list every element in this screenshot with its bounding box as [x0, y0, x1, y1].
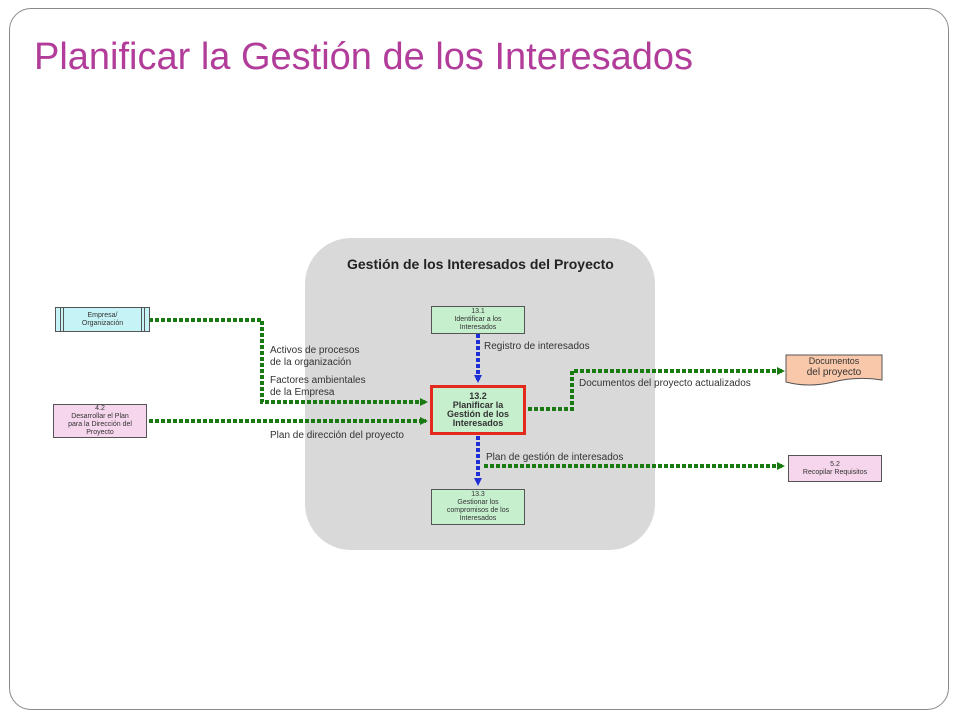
flow-empresa-to-132 — [149, 318, 428, 406]
node-label: Interesados — [452, 418, 504, 428]
label-plan-gestion-interesados: Plan de gestión de interesados — [486, 452, 624, 463]
node-label: Identificar a los — [454, 316, 502, 323]
label-line: de la Empresa — [270, 387, 335, 398]
node-label: Desarrollar el Plan — [71, 413, 129, 420]
node-label: 4.2 — [95, 405, 105, 412]
node-label: compromisos de los — [446, 507, 510, 514]
node-label: Organización — [81, 319, 124, 327]
node-edge-bar — [60, 308, 64, 331]
label-factores-ambientales: Factores ambientales de la Empresa — [270, 375, 366, 399]
node-label: 13.1 — [471, 308, 485, 315]
node-52-recopilar-requisitos: 5.2 Recopilar Requisitos — [788, 455, 882, 482]
node-label: del proyecto — [806, 367, 862, 378]
node-label: 5.2 — [830, 460, 840, 468]
label-plan-direccion: Plan de dirección del proyecto — [270, 430, 404, 441]
slide-title: Planificar la Gestión de los Interesados — [34, 36, 694, 78]
node-133-gestionar: 13.3 Gestionar los compromisos de los In… — [431, 489, 525, 525]
node-label: Gestionar los — [457, 499, 499, 506]
node-documentos-proyecto: Documentos del proyecto — [786, 354, 882, 380]
label-activos-procesos: Activos de procesos de la organización — [270, 345, 360, 369]
process-group-title: Gestión de los Interesados del Proyecto — [347, 256, 614, 272]
node-label: Planificar la — [452, 400, 504, 410]
label-line: Activos de procesos — [270, 345, 360, 356]
flow-132-to-docs — [528, 367, 785, 411]
node-131-identificar: 13.1 Identificar a los Interesados — [431, 306, 525, 334]
node-empresa-organizacion: Empresa/ Organización — [55, 307, 150, 332]
node-label: Empresa/ — [87, 311, 118, 319]
label-documentos-actualizados: Documentos del proyecto actualizados — [579, 378, 751, 389]
node-label: Interesados — [459, 515, 497, 522]
slide-frame — [9, 8, 949, 710]
node-label: 13.3 — [471, 491, 485, 498]
node-label: Interesados — [459, 324, 497, 331]
node-label: Recopilar Requisitos — [802, 468, 868, 476]
label-line: de la organización — [270, 357, 352, 368]
label-registro-interesados: Registro de interesados — [484, 341, 590, 352]
node-label: para la Dirección del — [68, 421, 132, 428]
node-label: Documentos — [808, 356, 860, 366]
node-edge-bar — [141, 308, 145, 331]
node-documentos-shape — [785, 354, 883, 386]
label-line: Factores ambientales — [270, 375, 366, 386]
node-label: Gestión de los — [446, 409, 509, 419]
node-label: Proyecto — [86, 429, 114, 436]
node-132-planificar: 13.2 Planificar la Gestión de los Intere… — [430, 385, 526, 435]
node-label: 13.2 — [469, 391, 487, 401]
node-42-desarrollar-plan: 4.2 Desarrollar el Plan para la Direcció… — [53, 404, 147, 438]
